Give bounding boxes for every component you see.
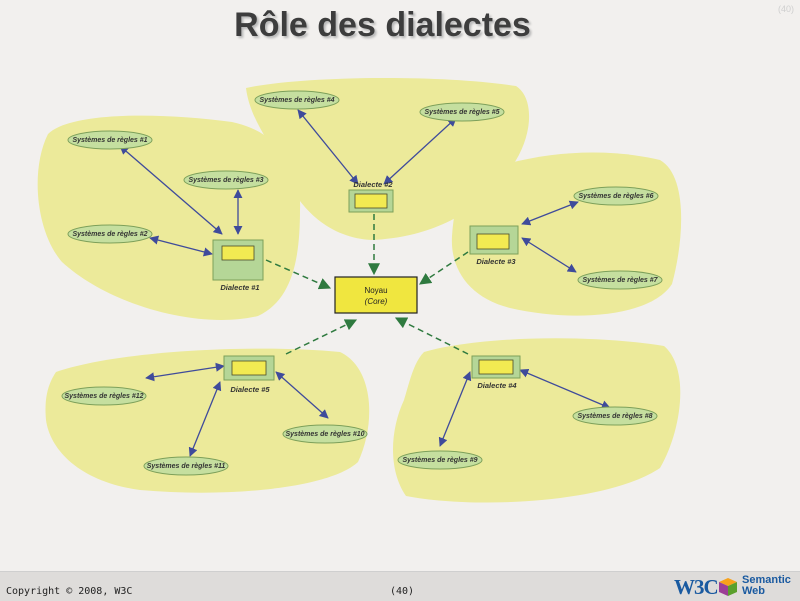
svg-text:Systèmes de règles #7: Systèmes de règles #7 xyxy=(582,277,658,284)
rule-system-node: Systèmes de règles #10 xyxy=(282,424,368,444)
link-rs10-d5 xyxy=(275,371,329,419)
semantic-web-text: Semantic Web xyxy=(742,574,791,597)
svg-text:Dialecte #1: Dialecte #1 xyxy=(220,283,259,292)
rule-system-node: Systèmes de règles #8 xyxy=(572,406,658,426)
svg-text:Systèmes de règles #2: Systèmes de règles #2 xyxy=(72,231,147,238)
rule-system-node: Systèmes de règles #7 xyxy=(577,270,663,290)
dialect-node-1: Dialecte #1 xyxy=(212,239,264,292)
core-sublabel: (Core) xyxy=(365,297,388,306)
link-rs11-d5 xyxy=(188,381,222,457)
dash-d1-core xyxy=(265,259,332,290)
svg-text:Systèmes de règles #8: Systèmes de règles #8 xyxy=(577,413,652,420)
rule-system-node: Systèmes de règles #2 xyxy=(67,224,153,244)
dialect-nodes: Dialecte #1 Dialecte #2 Dialecte #3 Dial… xyxy=(212,180,521,394)
svg-text:Dialecte #4: Dialecte #4 xyxy=(477,381,517,390)
link-rs8-d4 xyxy=(519,368,611,410)
rule-system-node: Systèmes de règles #6 xyxy=(573,186,659,206)
link-rs9-d4 xyxy=(438,371,472,447)
rule-system-node: Systèmes de règles #12 xyxy=(61,386,147,406)
svg-text:Systèmes de règles #12: Systèmes de règles #12 xyxy=(65,393,144,400)
core-node: Noyau (Core) xyxy=(334,276,418,314)
slide-title: Rôle des dialectes xyxy=(234,6,531,44)
link-rs5-d2 xyxy=(383,117,457,185)
svg-text:Dialecte #3: Dialecte #3 xyxy=(476,257,516,266)
svg-text:Dialecte #5: Dialecte #5 xyxy=(230,385,270,394)
dash-d5-core xyxy=(285,319,358,355)
semantic-web-cube-icon xyxy=(719,578,737,596)
rule-system-node: Systèmes de règles #5 xyxy=(419,102,505,122)
rule-system-node: Systèmes de règles #9 xyxy=(397,450,483,470)
rule-system-node: Systèmes de règles #11 xyxy=(143,456,229,476)
rule-system-node: Systèmes de règles #1 xyxy=(67,130,153,150)
svg-text:Systèmes de règles #5: Systèmes de règles #5 xyxy=(424,109,499,116)
svg-text:Systèmes de règles #10: Systèmes de règles #10 xyxy=(286,431,365,438)
link-rs2-d1 xyxy=(149,235,213,257)
rule-links xyxy=(119,109,611,457)
svg-text:Systèmes de règles #4: Systèmes de règles #4 xyxy=(259,97,334,104)
dialect-node-4: Dialecte #4 xyxy=(471,355,521,390)
dialect-node-3: Dialecte #3 xyxy=(469,225,519,266)
dialect-diagram: Systèmes de règles #1 Systèmes de règles… xyxy=(37,77,682,503)
dash-d4-core xyxy=(394,317,469,355)
link-rs1-d1 xyxy=(119,145,223,235)
group-blob-dialecte-1 xyxy=(37,115,301,320)
rule-system-node: Systèmes de règles #4 xyxy=(254,90,340,110)
link-rs4-d2 xyxy=(297,109,359,185)
svg-text:Systèmes de règles #11: Systèmes de règles #11 xyxy=(147,463,226,470)
slide-number-top: (40) xyxy=(777,4,794,14)
core-links xyxy=(265,214,469,355)
dialect-node-5: Dialecte #5 xyxy=(223,355,275,394)
link-rs12-d5 xyxy=(145,362,225,382)
link-rs6-d3 xyxy=(521,200,579,226)
rule-systems: Systèmes de règles #1 Systèmes de règles… xyxy=(61,90,663,476)
svg-text:Systèmes de règles #6: Systèmes de règles #6 xyxy=(578,193,653,200)
w3c-semantic-web-logo[interactable]: W3C Semantic Web xyxy=(674,574,798,600)
footer-page-number: (40) xyxy=(390,586,415,597)
w3c-logo-text: W3C xyxy=(674,575,719,599)
copyright-text: Copyright © 2008, W3C xyxy=(6,586,133,597)
svg-text:Systèmes de règles #3: Systèmes de règles #3 xyxy=(188,177,263,184)
footer: Copyright © 2008, W3C (40) W3C Semantic … xyxy=(0,571,800,601)
link-rs7-d3 xyxy=(521,237,577,273)
core-label: Noyau xyxy=(364,286,387,295)
svg-text:Systèmes de règles #9: Systèmes de règles #9 xyxy=(402,457,477,464)
dialect-node-2: Dialecte #2 xyxy=(348,180,394,213)
svg-text:Dialecte #2: Dialecte #2 xyxy=(353,180,393,189)
rule-system-node: Systèmes de règles #3 xyxy=(183,170,269,190)
svg-text:Systèmes de règles #1: Systèmes de règles #1 xyxy=(72,137,147,144)
